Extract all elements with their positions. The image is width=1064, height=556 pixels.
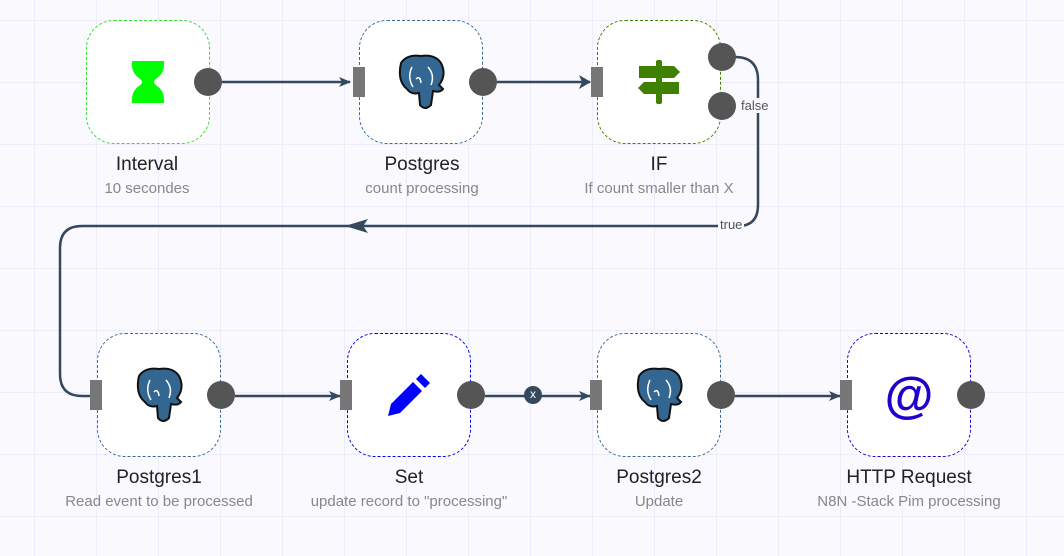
signpost-icon: [636, 58, 682, 106]
postgres-elephant-icon: [631, 366, 687, 424]
node-title-if: IF: [650, 154, 668, 175]
node-title-postgres: Postgres: [384, 154, 460, 175]
edge-label-true: true: [718, 217, 745, 232]
node-title-postgres2: Postgres2: [616, 467, 702, 488]
output-handle-if-true[interactable]: [708, 43, 736, 71]
output-handle-postgres2[interactable]: [707, 381, 735, 409]
node-subtitle-postgres1: Read event to be processed: [65, 493, 253, 510]
output-handle-if-false[interactable]: [708, 92, 736, 120]
input-handle-set[interactable]: [340, 380, 352, 410]
node-title-interval: Interval: [115, 154, 179, 175]
node-subtitle-if: If count smaller than X: [584, 180, 734, 197]
input-handle-http[interactable]: [840, 380, 852, 410]
node-set[interactable]: [347, 333, 471, 457]
node-title-postgres1: Postgres1: [116, 467, 202, 488]
edge-label-false: false: [739, 98, 771, 113]
pencil-icon: [385, 371, 433, 419]
input-handle-postgres1[interactable]: [90, 380, 102, 410]
node-postgres[interactable]: [359, 20, 483, 144]
node-http-request[interactable]: @: [847, 333, 971, 457]
at-sign-icon: @: [885, 370, 934, 420]
postgres-elephant-icon: [393, 53, 449, 111]
node-title-http: HTTP Request: [846, 467, 972, 488]
delete-connection-button[interactable]: [524, 386, 542, 404]
output-handle-http[interactable]: [957, 381, 985, 409]
node-subtitle-http: N8N -Stack Pim processing: [817, 493, 1001, 510]
node-title-set: Set: [394, 467, 424, 488]
output-handle-interval[interactable]: [194, 68, 222, 96]
at-sign-glyph: @: [884, 367, 934, 423]
arrowhead-if: [579, 75, 591, 89]
input-handle-postgres[interactable]: [353, 67, 365, 97]
node-subtitle-set: update record to "processing": [310, 493, 508, 510]
connection-if-true-postgres1[interactable]: [58, 55, 760, 398]
delete-connection-glyph[interactable]: x: [530, 387, 536, 401]
node-postgres2[interactable]: [597, 333, 721, 457]
node-if[interactable]: [597, 20, 721, 144]
output-handle-set[interactable]: [457, 381, 485, 409]
input-handle-if[interactable]: [591, 67, 603, 97]
node-subtitle-postgres: count processing: [365, 180, 479, 197]
output-handle-postgres[interactable]: [469, 68, 497, 96]
node-postgres1[interactable]: [97, 333, 221, 457]
output-handle-postgres1[interactable]: [207, 381, 235, 409]
input-handle-postgres2[interactable]: [590, 380, 602, 410]
hourglass-icon: [129, 59, 167, 105]
postgres-elephant-icon: [131, 366, 187, 424]
node-subtitle-postgres2: Update: [634, 493, 684, 510]
node-subtitle-interval: 10 secondes: [104, 180, 190, 197]
node-interval[interactable]: [86, 20, 210, 144]
arrowhead-true-mid: [345, 219, 368, 233]
